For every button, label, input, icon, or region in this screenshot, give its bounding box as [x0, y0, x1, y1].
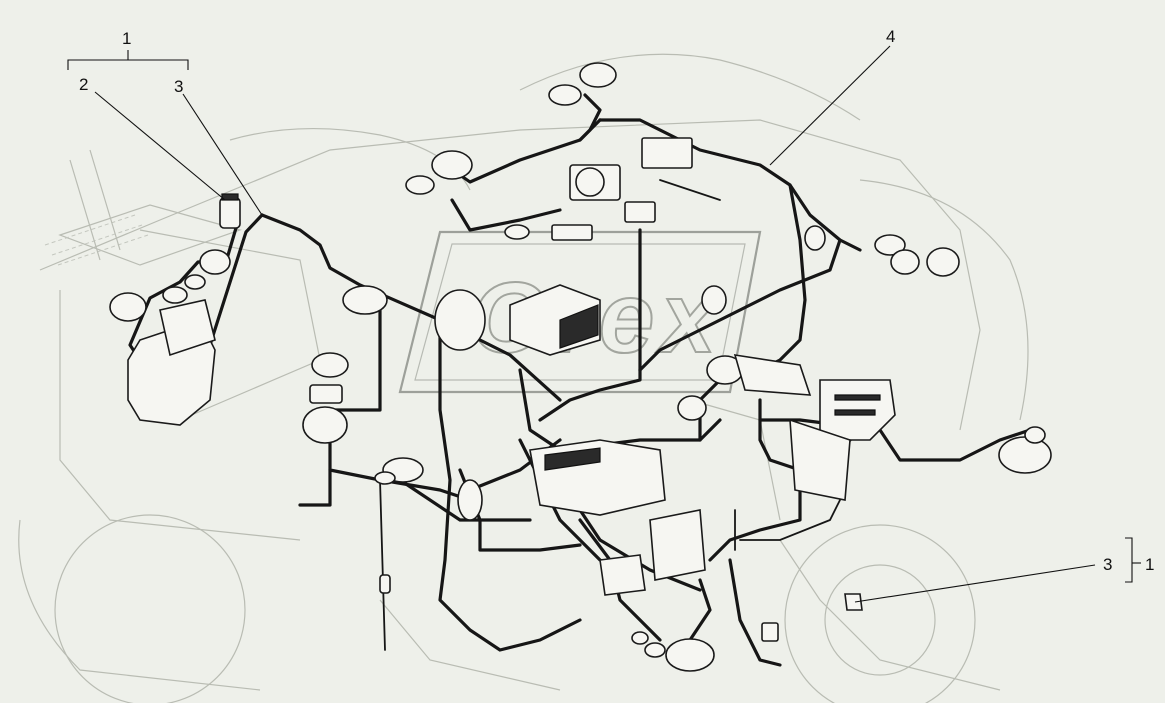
callout-3-top: 3	[174, 77, 183, 96]
callout-1-top: 1	[122, 29, 131, 48]
callout-labels: 1 2 3 4 3 1	[79, 27, 1154, 574]
leader-2	[94, 91, 226, 201]
leader-3-top	[182, 93, 263, 216]
tractor-body-outline	[18, 53, 1029, 703]
callout-3-right: 3	[1103, 555, 1112, 574]
callout-1-right: 1	[1145, 555, 1154, 574]
group-bracket-right	[1125, 537, 1133, 583]
harness-components	[109, 62, 1052, 672]
callout-2: 2	[79, 75, 88, 94]
group-bracket-top	[67, 59, 189, 70]
leader-3-right	[854, 564, 1096, 603]
leader-4	[769, 45, 891, 166]
callout-leaders	[67, 45, 1141, 603]
callout-4: 4	[886, 27, 895, 46]
